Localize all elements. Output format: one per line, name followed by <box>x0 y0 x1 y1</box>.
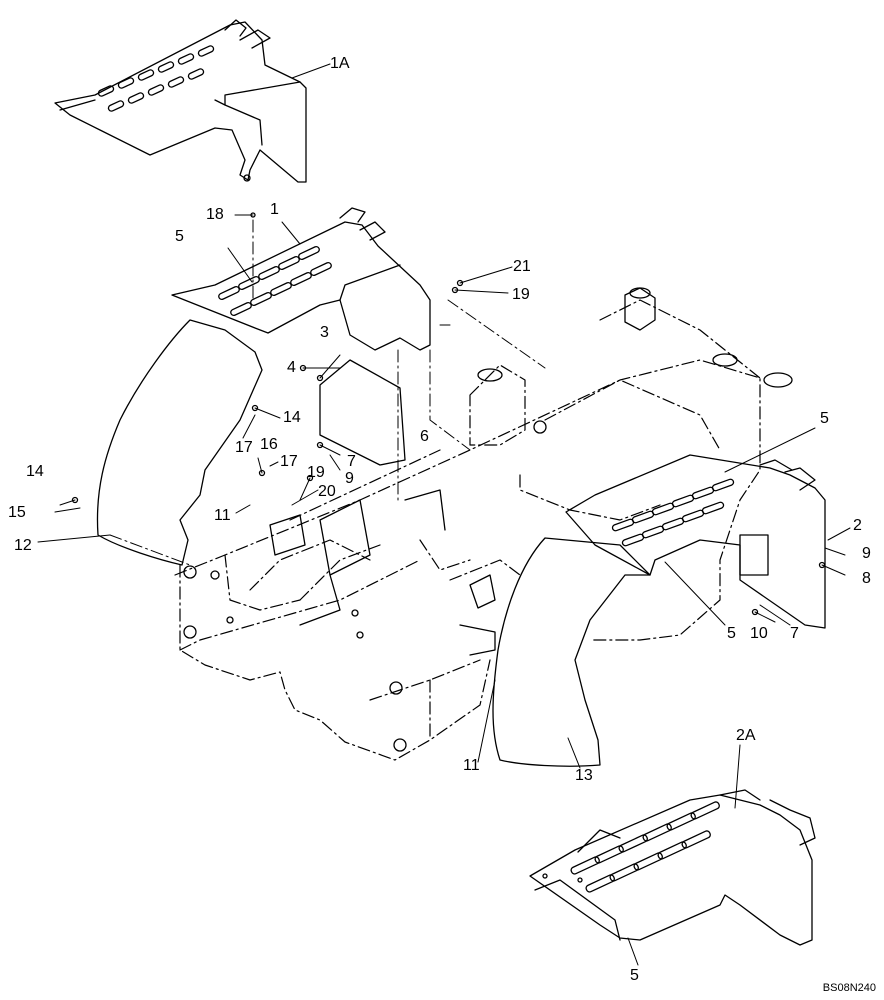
callout-4: 4 <box>287 359 296 376</box>
mudguard-12 <box>96 319 263 566</box>
callout-20: 20 <box>318 483 336 500</box>
callout-14-left: 14 <box>26 463 44 480</box>
guide-lines <box>109 219 546 566</box>
callout-19-mid: 19 <box>307 464 325 481</box>
callout-16: 16 <box>260 436 278 453</box>
leader-5-lower <box>664 561 726 626</box>
hardware-leaders <box>37 266 846 769</box>
callout-1A: 1A <box>330 55 350 72</box>
leader-2A <box>734 744 741 809</box>
callout-5-bottom: 5 <box>630 967 639 984</box>
callout-2A: 2A <box>736 727 756 744</box>
callout-12: 12 <box>14 537 32 554</box>
callout-14-right: 14 <box>283 409 301 426</box>
mudguard-13 <box>492 537 651 767</box>
callout-10: 10 <box>750 625 768 642</box>
leader-5-bottom <box>627 937 639 966</box>
callout-13: 13 <box>575 767 593 784</box>
panel-6 <box>319 359 406 466</box>
callout-17-upper: 17 <box>235 439 253 456</box>
callout-8: 8 <box>862 570 871 587</box>
callout-7-left: 7 <box>347 453 356 470</box>
callout-7-right: 7 <box>790 625 799 642</box>
leader-1 <box>281 221 301 245</box>
callout-19-top: 19 <box>512 286 530 303</box>
callout-9-left: 9 <box>345 470 354 487</box>
leader-2 <box>827 527 851 541</box>
callout-17-lower: 17 <box>280 453 298 470</box>
fender-2A <box>529 789 816 946</box>
callout-6: 6 <box>420 428 429 445</box>
tractor-main-frame <box>174 299 761 761</box>
fender-1A <box>54 19 307 183</box>
fasteners <box>71 212 826 616</box>
fender-1 <box>171 207 431 351</box>
callout-5-lower: 5 <box>727 625 736 642</box>
leader-5-right <box>724 427 816 473</box>
callout-15: 15 <box>8 504 26 521</box>
callout-5-right: 5 <box>820 410 829 427</box>
leader-1A <box>291 63 331 79</box>
callout-11-left: 11 <box>214 507 231 524</box>
drawing-code: BS08N240 <box>822 982 876 994</box>
fender-2 <box>565 454 826 629</box>
callout-5-top: 5 <box>175 228 184 245</box>
callout-1: 1 <box>270 201 279 218</box>
callout-3: 3 <box>320 324 329 341</box>
callout-18: 18 <box>206 206 224 223</box>
callout-9-right: 9 <box>862 545 871 562</box>
leader-5-top <box>227 247 253 283</box>
frame-detail <box>183 287 793 752</box>
callout-11-center: 11 <box>463 757 480 774</box>
callout-2: 2 <box>853 517 862 534</box>
callout-21: 21 <box>513 258 531 275</box>
